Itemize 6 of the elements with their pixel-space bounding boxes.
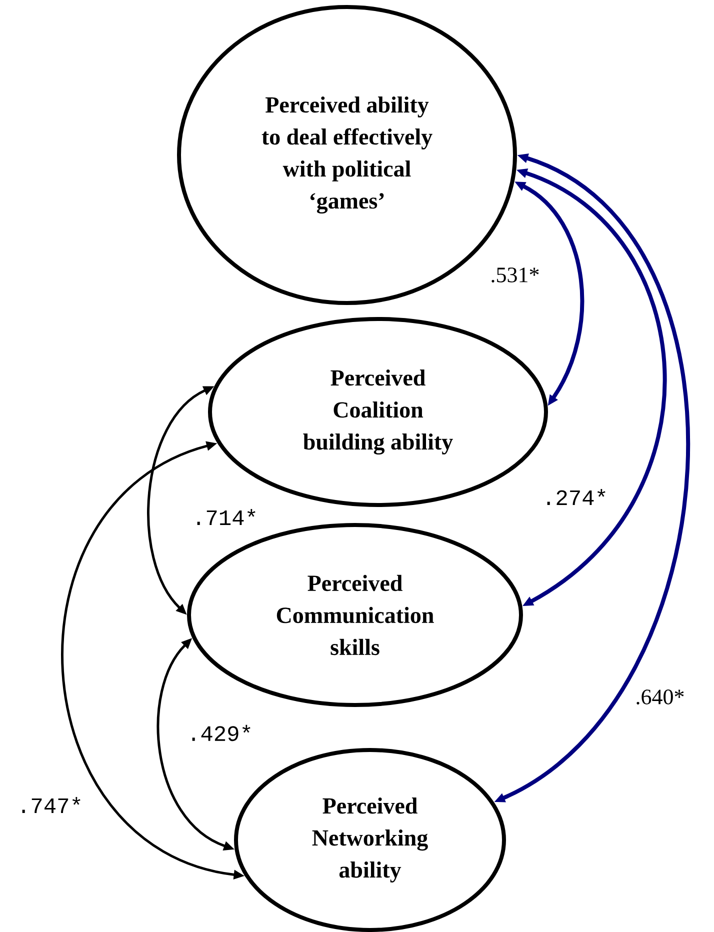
ellipse-node: Perceived Coalition building ability <box>208 317 548 507</box>
ellipse-node: Perceived Networking ability <box>234 748 506 932</box>
edge-label: .640* <box>634 688 686 706</box>
edge-label: .429* <box>186 724 254 742</box>
edge-label: .747* <box>16 796 84 814</box>
edge-label: .714* <box>191 508 259 526</box>
